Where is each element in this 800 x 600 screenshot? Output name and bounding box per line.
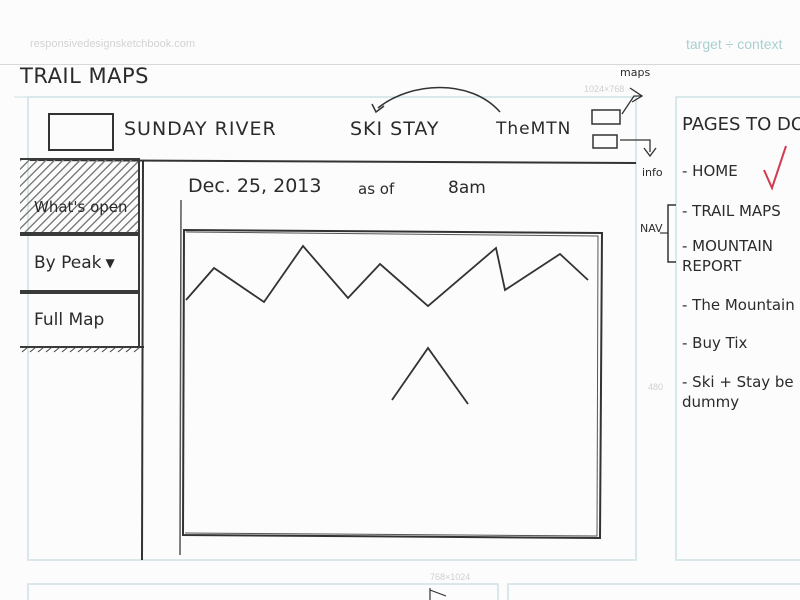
viewport-height-label: 480 bbox=[648, 382, 664, 392]
sidebar-divider bbox=[141, 159, 144, 561]
nav-sunday-river[interactable]: SUNDAY RIVER bbox=[124, 118, 277, 140]
page-title: TRAIL MAPS bbox=[20, 64, 149, 88]
notes-heading: PAGES TO DO bbox=[682, 114, 800, 135]
note-buy-tix: - Buy Tix bbox=[682, 334, 748, 352]
note-the-mountain: - The Mountain bbox=[682, 296, 795, 314]
viewport-dimension-label: 1024×768 bbox=[584, 84, 625, 94]
site-url: responsivedesignsketchbook.com bbox=[30, 38, 196, 50]
pages-to-do-notes: PAGES TO DO - HOME - TRAIL MAPS - MOUNTA… bbox=[682, 110, 800, 440]
note-trail-maps: - TRAIL MAPS bbox=[682, 202, 781, 220]
move-arrow bbox=[377, 86, 501, 113]
info-icon-box bbox=[592, 134, 618, 149]
note-mountain-report: - MOUNTAIN REPORT bbox=[682, 237, 774, 275]
tab-full-map-label: Full Map bbox=[34, 310, 105, 330]
nav-ski-stay[interactable]: SKI STAY bbox=[350, 118, 440, 140]
desktop-frame bbox=[27, 96, 637, 561]
sheet-divider bbox=[0, 64, 800, 65]
chevron-down-icon: ▼ bbox=[105, 256, 115, 270]
tab-whats-open-label: What's open bbox=[34, 198, 128, 216]
nav-bracket-label: NAV bbox=[640, 222, 663, 235]
info-annotation: info bbox=[642, 166, 663, 179]
target-context-label: target ÷ context bbox=[686, 36, 783, 52]
maps-icon-box bbox=[591, 109, 621, 125]
note-home: - HOME bbox=[682, 162, 738, 180]
single-peak-sketch bbox=[391, 346, 469, 405]
trail-map-box bbox=[181, 228, 604, 540]
bottom-dimension-label: 768×1024 bbox=[430, 572, 471, 582]
logo-box bbox=[48, 113, 114, 151]
check-mark-icon bbox=[763, 145, 787, 191]
nav-bracket bbox=[667, 204, 676, 263]
report-date: Dec. 25, 2013 bbox=[188, 175, 322, 197]
tab-by-peak-label: By Peak bbox=[34, 253, 102, 273]
phone-frame bbox=[507, 583, 800, 600]
report-time: 8am bbox=[448, 178, 486, 198]
mountain-range-sketch bbox=[185, 244, 589, 308]
tab-by-peak[interactable]: By Peak ▼ bbox=[20, 234, 140, 292]
tablet-frame bbox=[27, 583, 499, 600]
as-of-label: as of bbox=[358, 180, 395, 198]
note-ski-stay: - Ski + Stay be dummy bbox=[682, 373, 794, 411]
nav-the-mtn[interactable]: TheMTN bbox=[496, 119, 572, 139]
maps-annotation: maps bbox=[620, 66, 651, 79]
tab-whats-open[interactable]: What's open bbox=[20, 158, 140, 234]
tab-full-map[interactable]: Full Map bbox=[20, 292, 140, 348]
notes-frame bbox=[675, 96, 800, 561]
